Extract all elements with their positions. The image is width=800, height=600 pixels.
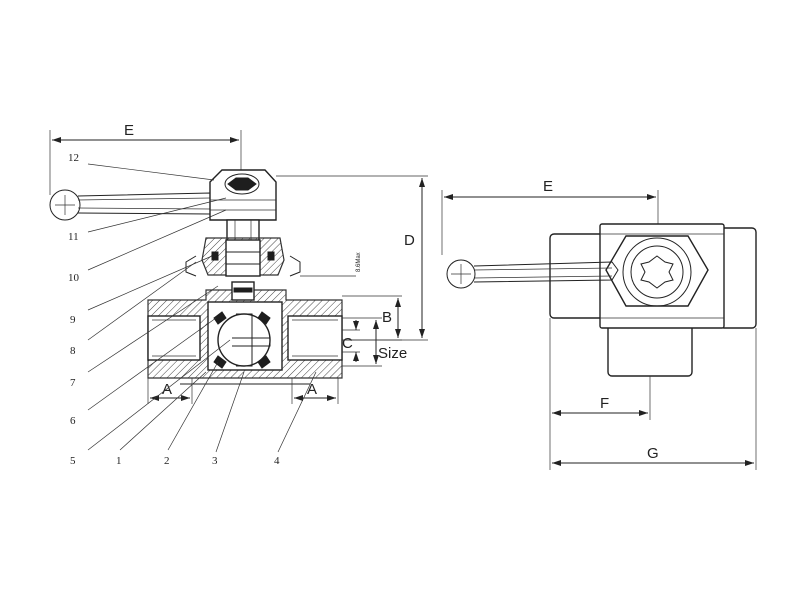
part-number: 9 [70,314,76,326]
top-view-body [549,223,757,377]
top-view-lever [446,259,619,289]
part-number: 8 [70,345,76,357]
part-number: 2 [164,455,170,467]
valve-body [147,281,343,385]
part-numbers: 12 11 10 9 8 7 6 5 1 2 3 4 [68,152,280,467]
gland [185,237,301,277]
dimension-label-d: D [404,232,415,249]
dimension-label-a-left: A [162,381,172,398]
max-note: 8.6Max [356,252,362,272]
section-view: E [49,122,428,467]
part-number: 4 [274,455,280,467]
dimension-d: D [276,175,428,341]
dimension-label-c: C [342,335,353,352]
dimension-size: Size [342,317,407,367]
lever-handle [49,189,219,221]
part-number: 12 [68,152,79,164]
dimension-g: G [552,328,757,470]
dimension-a-left: A [147,378,193,404]
dimension-c: C [342,320,360,362]
dimension-label-a-right: A [307,381,317,398]
dimension-label-e-left: E [124,122,134,139]
dimension-label-e-right: E [543,178,553,195]
dimension-f: F [549,318,651,470]
dimension-a-right: A [291,378,339,404]
part-number: 10 [68,272,80,284]
part-number: 6 [70,415,76,427]
dimension-label-b: B [382,309,392,326]
top-view: E F [441,178,757,470]
top-nut [209,169,277,221]
dimension-label-size: Size [378,345,407,362]
dimension-e-left: E [49,122,242,195]
part-number: 7 [70,377,76,389]
part-number: 5 [70,455,76,467]
part-number: 1 [116,455,122,467]
part-number: 3 [212,455,218,467]
leader-lines [87,163,317,453]
dimension-label-f: F [600,395,609,412]
part-number: 11 [68,231,79,243]
dimension-label-g: G [647,445,659,462]
